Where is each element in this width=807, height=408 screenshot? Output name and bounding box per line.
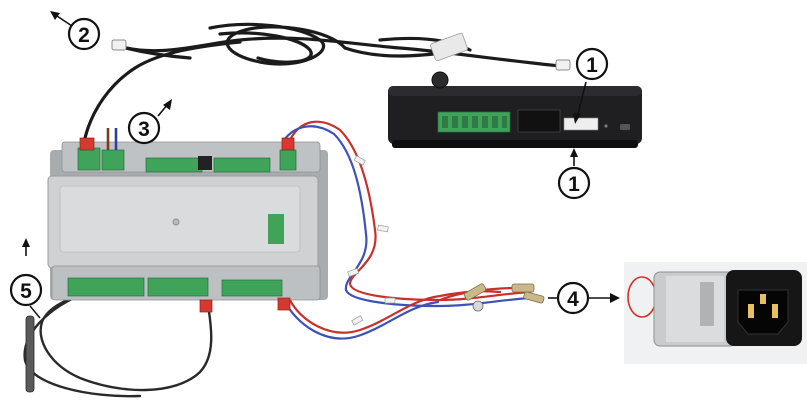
- housing-green-label: [268, 214, 284, 244]
- controller-unit: [47, 128, 328, 313]
- callout-3-label: 3: [138, 118, 150, 141]
- callout-1-top: 1: [573, 47, 609, 124]
- keypad-terminal-screws: [442, 116, 507, 128]
- callout-2-label: 2: [78, 24, 90, 47]
- red-plug-top: [79, 137, 295, 151]
- top-terminal-blocks: [77, 147, 297, 173]
- iec-pins: [748, 294, 778, 318]
- temperature-probe: [25, 315, 35, 393]
- callout-1-top-label: 1: [586, 54, 598, 77]
- bottom-terminal-blocks: [67, 277, 283, 297]
- callout-3: 3: [127, 99, 172, 145]
- red-plug-bottom: [199, 297, 291, 313]
- callout-1-bottom-label: 1: [568, 173, 580, 196]
- iec-socket: [737, 289, 789, 335]
- cable-label-tag: [430, 32, 468, 62]
- mains-filter-inset: [624, 262, 807, 364]
- callout-4-label: 4: [567, 288, 579, 311]
- callout-4: 4: [548, 281, 620, 315]
- wire-cable-ties: [347, 155, 396, 326]
- usb-port: [620, 124, 630, 130]
- callout-5: 5: [9, 238, 43, 319]
- wire-stubs: [106, 128, 118, 150]
- rotary-knob: [431, 71, 449, 89]
- top-black-connector: [198, 156, 212, 170]
- callout-2: 2: [50, 11, 101, 51]
- cable-connector-left: [111, 39, 127, 51]
- callout-5-label: 5: [20, 280, 32, 303]
- callout-1-bottom: 1: [557, 148, 591, 200]
- sensor-cable: [23, 290, 213, 398]
- keypad-display-unit: [388, 71, 642, 148]
- keypad-white-connector: [563, 117, 599, 131]
- cable-connector-right: [555, 59, 571, 71]
- keypad-black-connector: [517, 109, 561, 133]
- ring-terminals: [463, 283, 545, 312]
